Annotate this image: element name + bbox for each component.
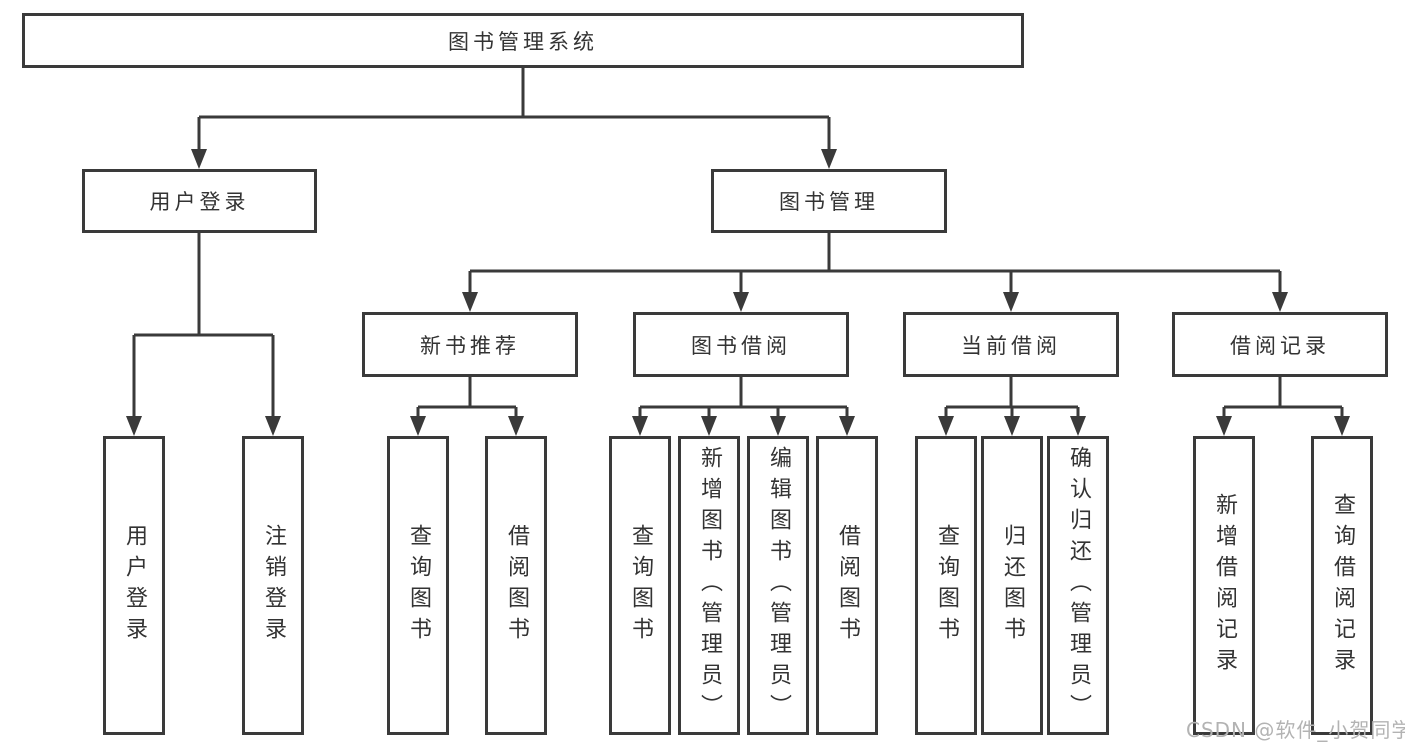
node-borrowing-records: 借阅记录 xyxy=(1172,312,1388,377)
leaf-label: 新增图书（管理员） xyxy=(697,446,722,725)
leaf-label: 借阅图书 xyxy=(504,523,529,648)
node-label: 用户登录 xyxy=(149,190,250,214)
leaf-label: 查询图书 xyxy=(406,523,431,648)
leaf-logout: 注销登录 xyxy=(242,436,304,735)
node-label: 图书借阅 xyxy=(691,333,791,358)
node-label: 当前借阅 xyxy=(961,333,1061,358)
leaf-label: 归还图书 xyxy=(1000,523,1025,648)
node-label: 图书管理系统 xyxy=(448,29,598,54)
leaf-label: 查询图书 xyxy=(934,523,959,648)
leaf-label: 注销登录 xyxy=(261,523,286,648)
leaf-borrow-books: 借阅图书 xyxy=(816,436,878,735)
leaf-query-borrow-record: 查询借阅记录 xyxy=(1311,436,1373,735)
leaf-user-login: 用户登录 xyxy=(103,436,165,735)
leaf-label: 新增借阅记录 xyxy=(1212,492,1237,679)
leaf-label: 查询图书 xyxy=(628,523,653,648)
leaf-borrow-books-recommend: 借阅图书 xyxy=(485,436,547,735)
leaf-label: 借阅图书 xyxy=(835,523,860,648)
node-label: 图书管理 xyxy=(779,190,879,214)
leaf-label: 查询借阅记录 xyxy=(1330,492,1355,679)
leaf-label: 编辑图书（管理员） xyxy=(766,446,791,725)
leaf-return-books: 归还图书 xyxy=(981,436,1043,735)
node-label: 借阅记录 xyxy=(1230,333,1330,358)
leaf-add-books-admin: 新增图书（管理员） xyxy=(678,436,740,735)
node-book-borrowing: 图书借阅 xyxy=(633,312,849,377)
node-label: 新书推荐 xyxy=(420,333,520,358)
node-new-book-recommendation: 新书推荐 xyxy=(362,312,578,377)
node-library-system: 图书管理系统 xyxy=(22,13,1024,68)
node-user-login: 用户登录 xyxy=(82,169,317,233)
leaf-confirm-return-admin: 确认归还（管理员） xyxy=(1047,436,1109,735)
node-current-borrowing: 当前借阅 xyxy=(903,312,1119,377)
leaf-query-books-current: 查询图书 xyxy=(915,436,977,735)
leaf-edit-books-admin: 编辑图书（管理员） xyxy=(747,436,809,735)
leaf-label: 用户登录 xyxy=(122,523,147,648)
leaf-add-borrow-record: 新增借阅记录 xyxy=(1193,436,1255,735)
leaf-label: 确认归还（管理员） xyxy=(1066,446,1091,725)
leaf-query-books-recommend: 查询图书 xyxy=(387,436,449,735)
node-book-management: 图书管理 xyxy=(711,169,947,233)
leaf-query-books-borrow: 查询图书 xyxy=(609,436,671,735)
csdn-watermark: CSDN @软件_小贺同学 xyxy=(1186,718,1405,742)
